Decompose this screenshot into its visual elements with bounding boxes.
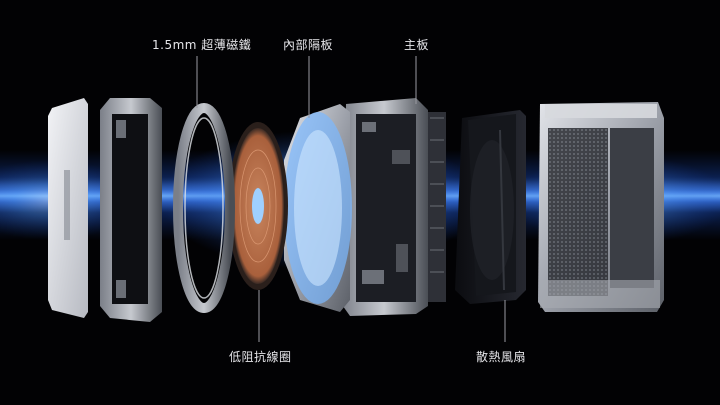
label-fan: 散熱風扇	[476, 350, 527, 364]
magnet-ring-graphic	[173, 103, 235, 313]
label-mainboard: 主板	[404, 38, 430, 52]
internal-divider-graphic	[284, 104, 352, 312]
label-internal-divider: 內部隔板	[283, 38, 334, 52]
mainboard-graphic	[340, 98, 428, 316]
rear-housing-graphic	[538, 102, 664, 312]
label-coil: 低阻抗線圈	[229, 350, 292, 364]
coil-graphic	[228, 122, 288, 290]
leader-lines	[196, 56, 506, 342]
label-magnet: 1.5mm 超薄磁鐵	[152, 38, 252, 52]
front-cover-plate-graphic	[48, 98, 88, 318]
heatsink-fins-graphic	[428, 112, 446, 302]
fan-graphic	[455, 110, 526, 304]
inner-frame-graphic	[100, 98, 162, 322]
